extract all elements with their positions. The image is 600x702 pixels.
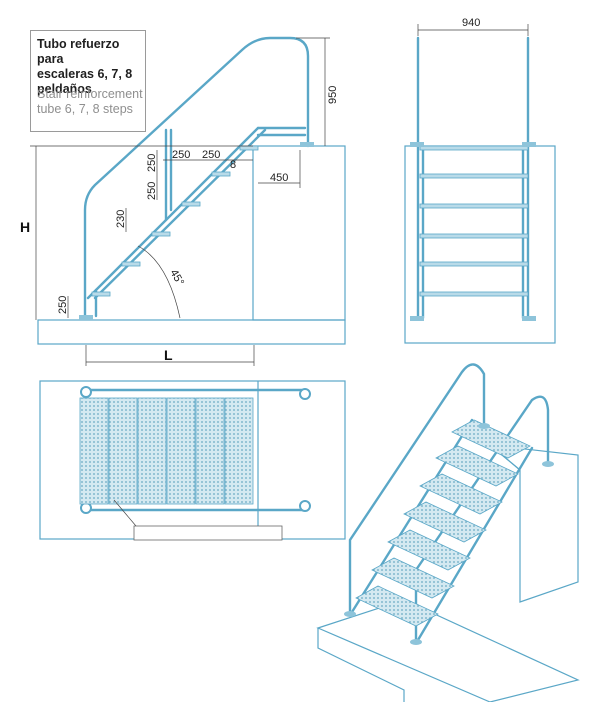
iso-stringer-right bbox=[416, 446, 534, 642]
plan-tread bbox=[166, 397, 196, 505]
side-base-slab bbox=[37, 319, 346, 345]
rise-label-a: 250 bbox=[146, 154, 158, 172]
iso-base-top bbox=[316, 599, 580, 702]
rise-label-b: 250 bbox=[146, 182, 158, 200]
side-tread bbox=[151, 231, 171, 237]
side-tread bbox=[91, 291, 111, 297]
iso-tread bbox=[419, 473, 503, 515]
top-offset-label: 450 bbox=[270, 172, 288, 184]
reinforcement-tube-note: Tubo refuerzo para escaleras 6, 7, 8 pel… bbox=[30, 30, 146, 132]
front-foot bbox=[410, 142, 424, 147]
iso-handrail-right bbox=[414, 395, 550, 642]
iso-tread bbox=[387, 529, 471, 571]
step-depth-label-b: 250 bbox=[202, 149, 220, 161]
plan-view bbox=[39, 380, 346, 541]
iso-tread bbox=[355, 585, 439, 627]
front-elevation-view: 940 bbox=[404, 17, 556, 344]
side-tread bbox=[211, 171, 231, 177]
side-foot bbox=[79, 315, 93, 320]
note-title-english: Stair reinforcement tube 6, 7, 8 steps bbox=[37, 87, 143, 116]
side-handrail bbox=[83, 36, 310, 318]
side-tread bbox=[181, 201, 201, 207]
tread-thickness-label: 8 bbox=[230, 159, 236, 171]
front-tread bbox=[419, 261, 529, 267]
front-foot bbox=[522, 316, 536, 321]
front-foot bbox=[410, 316, 424, 321]
iso-base-front bbox=[317, 628, 405, 702]
side-stringer bbox=[86, 126, 260, 300]
iso-foot bbox=[478, 423, 490, 429]
note-title-spanish: Tubo refuerzo para escaleras 6, 7, 8 pel… bbox=[37, 37, 133, 96]
plan-leader-line bbox=[113, 499, 137, 527]
side-tread bbox=[121, 261, 141, 267]
plan-post bbox=[299, 500, 311, 512]
front-tread bbox=[419, 173, 529, 179]
isometric-view bbox=[316, 363, 580, 702]
plan-callout-box bbox=[133, 525, 283, 541]
side-stringer-lower bbox=[93, 128, 267, 300]
iso-tread bbox=[371, 557, 455, 599]
side-elevation-view: H L 950 250 250 8 450 250 250 230 250 45… bbox=[20, 36, 346, 366]
iso-handrail-left bbox=[348, 363, 486, 614]
length-label: L bbox=[164, 347, 173, 363]
plan-tread bbox=[79, 397, 109, 505]
iso-foot bbox=[542, 461, 554, 467]
front-tread bbox=[419, 291, 529, 297]
angle-arc bbox=[137, 245, 181, 319]
front-tread bbox=[419, 203, 529, 209]
width-label: 940 bbox=[462, 17, 480, 29]
side-foot bbox=[300, 142, 314, 147]
front-tread bbox=[419, 145, 529, 151]
iso-tread bbox=[435, 445, 519, 487]
plan-tread bbox=[137, 397, 167, 505]
step-depth-label-a: 250 bbox=[172, 149, 190, 161]
bottom-rise-label: 250 bbox=[57, 296, 69, 314]
side-tread bbox=[239, 145, 259, 151]
iso-foot bbox=[410, 639, 422, 645]
handrail-height-label: 950 bbox=[327, 86, 339, 104]
plan-tread bbox=[108, 397, 138, 505]
front-foot bbox=[522, 142, 536, 147]
plan-tread bbox=[224, 397, 254, 505]
plan-post bbox=[80, 386, 92, 398]
side-platform-block bbox=[252, 145, 346, 321]
iso-tread bbox=[403, 501, 487, 543]
plan-post bbox=[80, 502, 92, 514]
front-tread bbox=[419, 233, 529, 239]
iso-tread bbox=[451, 419, 531, 459]
plan-post bbox=[299, 388, 311, 400]
rise-label-c: 230 bbox=[115, 210, 127, 228]
iso-foot bbox=[344, 611, 356, 617]
height-label: H bbox=[20, 219, 30, 235]
plan-tread bbox=[195, 397, 225, 505]
